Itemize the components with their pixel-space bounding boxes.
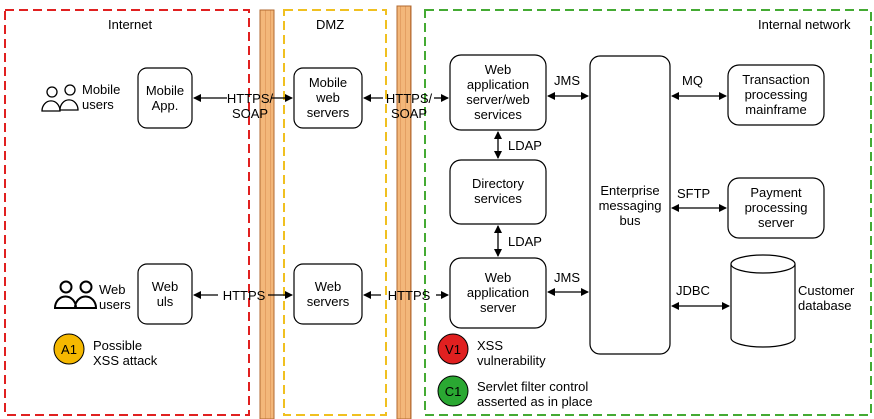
internet-zone-label: Internet xyxy=(108,17,153,32)
web-app-server-box xyxy=(449,257,547,329)
ldap-label-1: LDAP xyxy=(508,138,542,153)
v1-badge: V1 xyxy=(445,342,461,357)
c1-text: Servlet filter control asserted as in pl… xyxy=(477,379,593,409)
mq-label: MQ xyxy=(682,73,703,88)
web-servers-box xyxy=(293,263,363,325)
a1-badge-circle xyxy=(53,333,85,365)
directory-services-box xyxy=(449,159,547,225)
https-label-2: HTTPS xyxy=(387,288,431,303)
https-soap-label-2: HTTPS/ SOAP xyxy=(385,91,433,121)
firewall-left xyxy=(259,9,275,419)
mainframe-box xyxy=(727,64,825,126)
v1-badge-circle xyxy=(437,333,469,365)
jdbc-label: JDBC xyxy=(676,283,710,298)
internal-zone xyxy=(424,9,872,416)
a1-badge: A1 xyxy=(61,342,77,357)
web-app-server-label: Web application server xyxy=(466,270,530,315)
web-servers-label: Web servers xyxy=(306,279,350,309)
connectors xyxy=(193,92,730,310)
mobile-users-icon xyxy=(41,84,79,112)
dmz-zone-label: DMZ xyxy=(316,17,345,32)
dmz-zone xyxy=(283,9,387,416)
mobile-app-box xyxy=(137,67,193,129)
mobile-app-label: Mobile App. xyxy=(145,83,185,113)
v1-text: XSS vulnerability xyxy=(477,338,546,368)
web-app-server-services-label: Web application server/web services xyxy=(466,62,530,122)
mobile-web-servers-box xyxy=(293,67,363,129)
messaging-bus-box xyxy=(589,55,671,355)
web-users-label: Web users xyxy=(99,282,131,312)
https-soap-label-1: HTTPS/ SOAP xyxy=(226,91,274,121)
https-label-1: HTTPS xyxy=(222,288,266,303)
firewall-right xyxy=(396,5,412,419)
directory-services-label: Directory services xyxy=(471,176,524,206)
jms-label-2: JMS xyxy=(554,270,580,285)
web-uis-box xyxy=(137,263,193,325)
web-users-icon xyxy=(53,280,98,309)
mobile-users-label: Mobile users xyxy=(82,82,121,112)
sftp-label: SFTP xyxy=(677,186,711,201)
mainframe-label: Transaction processing mainframe xyxy=(742,72,810,117)
jms-label-1: JMS xyxy=(554,73,580,88)
internal-zone-label: Internal network xyxy=(758,17,851,32)
web-app-server-services-box xyxy=(449,54,547,131)
payment-server-label: Payment processing server xyxy=(744,185,808,230)
c1-badge: C1 xyxy=(444,384,462,399)
payment-server-box xyxy=(727,177,825,239)
c1-badge-circle xyxy=(437,375,469,407)
internet-zone xyxy=(4,9,250,416)
ldap-label-2: LDAP xyxy=(508,234,542,249)
database-icon xyxy=(730,254,796,348)
a1-text: Possible XSS attack xyxy=(93,338,158,368)
customer-db-label: Customer database xyxy=(798,283,855,313)
messaging-bus-label: Enterprise messaging bus xyxy=(598,183,662,228)
web-uis-label: Web uls xyxy=(151,279,179,309)
mobile-web-servers-label: Mobile web servers xyxy=(306,75,350,120)
